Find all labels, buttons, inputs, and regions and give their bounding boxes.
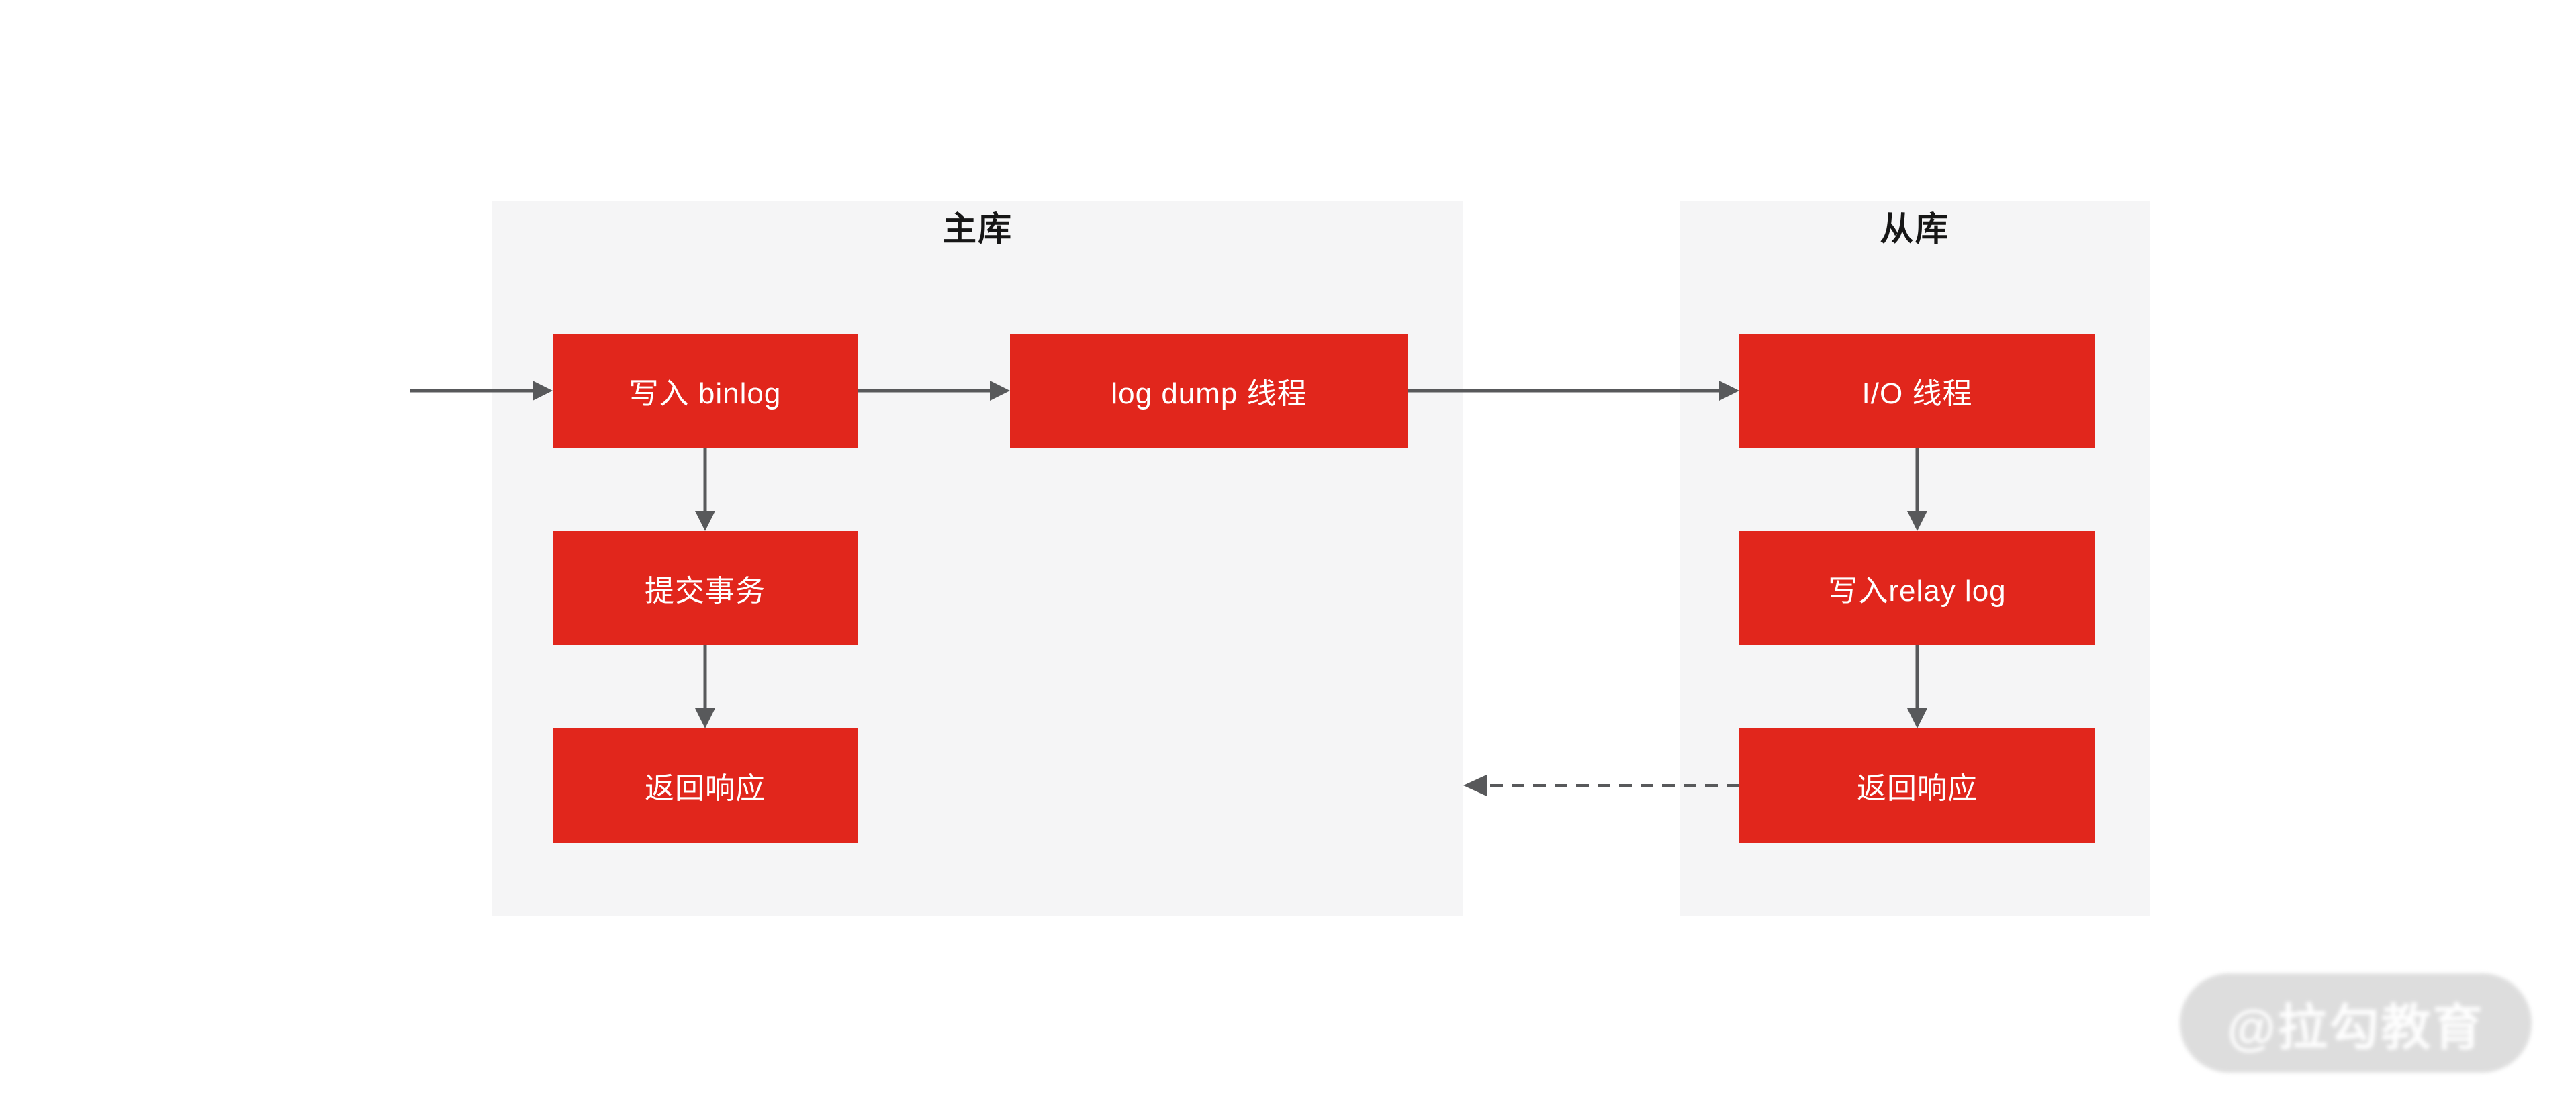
node-slave-respond: 返回响应 — [1739, 728, 2095, 843]
node-commit-transaction: 提交事务 — [553, 531, 858, 645]
arrowhead-slave-respond-return — [1463, 775, 1487, 796]
master-panel-title: 主库 — [943, 210, 1013, 248]
node-master-respond: 返回响应 — [553, 728, 858, 843]
node-log-dump-thread: log dump 线程 — [1010, 334, 1408, 448]
slave-panel-title: 从库 — [1880, 210, 1950, 248]
node-write-binlog: 写入 binlog — [553, 334, 858, 448]
node-write-relay-log: 写入relay log — [1739, 531, 2095, 645]
node-io-thread: I/O 线程 — [1739, 334, 2095, 448]
watermark-badge: @拉勾教育 — [2180, 973, 2532, 1073]
watermark-text: @拉勾教育 — [2227, 999, 2485, 1055]
